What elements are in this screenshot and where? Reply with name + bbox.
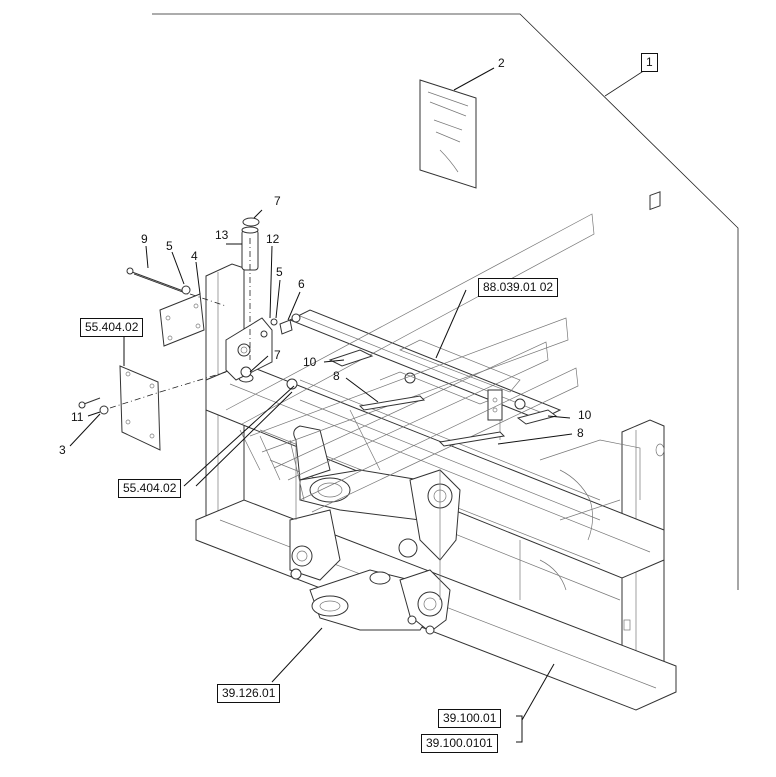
assembly-axis-lines (109, 238, 251, 409)
ref-55-404-02-mid[interactable]: 55.404.02 (118, 479, 182, 498)
callout-10-left: 10 (303, 355, 317, 369)
callout-8-left: 8 (333, 369, 340, 383)
washer-icon (99, 285, 298, 415)
bracket-icon (328, 349, 558, 425)
callout-4: 4 (191, 249, 198, 263)
bolt-icon (126, 267, 189, 295)
callout-6: 6 (298, 277, 305, 291)
decal-icon (419, 67, 495, 189)
callout-5-right: 5 (276, 265, 283, 279)
pin-icon (241, 226, 259, 271)
side-plate (119, 365, 161, 451)
pad-icon (358, 395, 506, 447)
carriage-frame (195, 191, 677, 711)
callout-12: 12 (266, 232, 280, 246)
hinge-bracket (225, 317, 273, 381)
projection-lines (225, 213, 595, 513)
bolt-icon (78, 397, 101, 409)
ref-55-404-02-top[interactable]: 55.404.02 (80, 318, 144, 337)
ref-39-100-01[interactable]: 39.100.01 (438, 709, 502, 728)
ref-39-126-01[interactable]: 39.126.01 (217, 684, 281, 703)
callout-9: 9 (141, 232, 148, 246)
callout-7-mid: 7 (274, 348, 281, 362)
axle-assembly (289, 425, 461, 635)
callout-8-right: 8 (577, 426, 584, 440)
callout-3: 3 (59, 443, 66, 457)
callout-5-left: 5 (166, 239, 173, 253)
cover-plate-icon (159, 293, 205, 347)
ref-88-039-01-02[interactable]: 88.039.01 02 (478, 278, 559, 297)
callout-2: 2 (498, 56, 505, 70)
callout-1: 1 (641, 53, 658, 72)
callout-13: 13 (215, 228, 229, 242)
callout-11: 11 (71, 410, 84, 424)
assembly-bracket-line (152, 13, 739, 590)
leader-lines (69, 209, 573, 743)
nut-icon (279, 319, 293, 335)
callout-10-right: 10 (578, 408, 592, 422)
callout-7-top: 7 (274, 194, 281, 208)
ref-39-100-0101[interactable]: 39.100.0101 (421, 734, 498, 753)
